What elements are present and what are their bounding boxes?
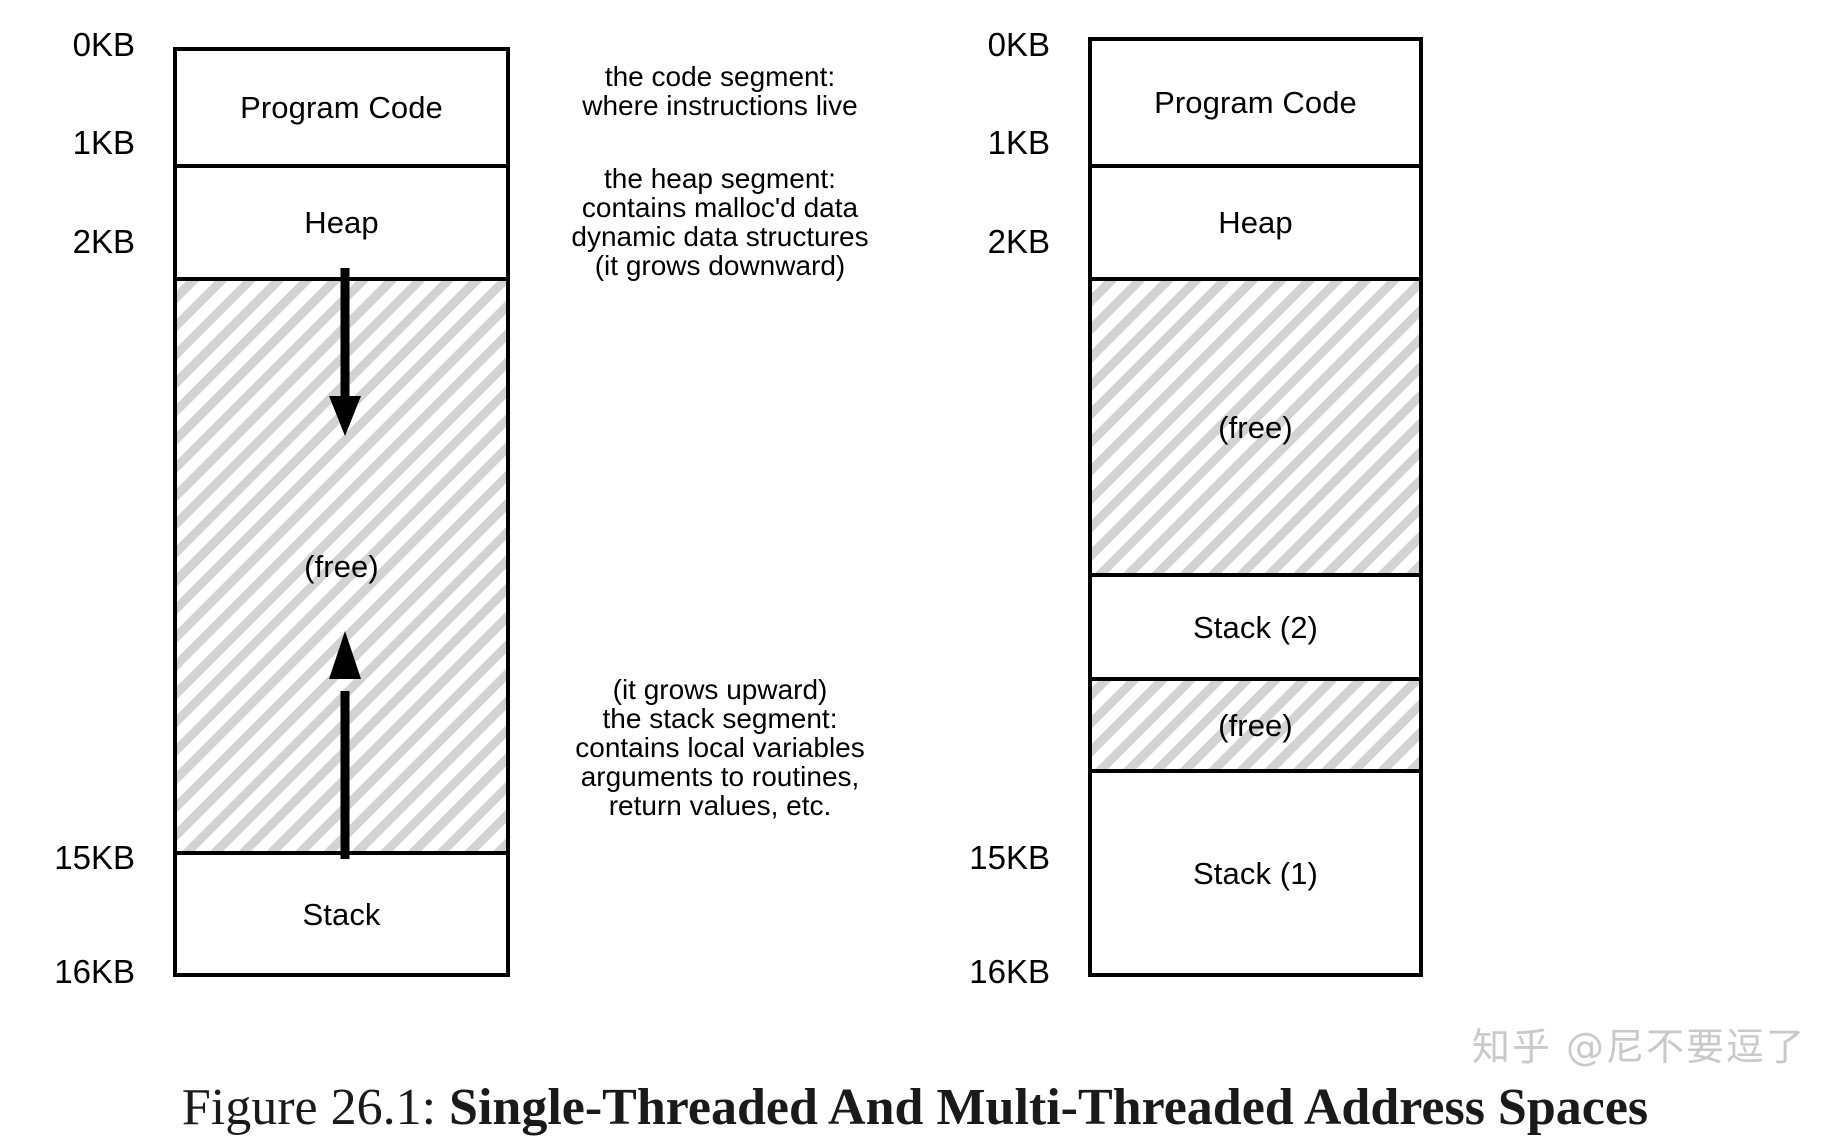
- segment-label-stack-1-mt: Stack (1): [1193, 855, 1318, 891]
- segment-label-heap: Heap: [304, 205, 379, 240]
- segment-stack-2-mt: Stack (2): [1092, 577, 1419, 677]
- left-scale-label-15kb: 15KB: [54, 839, 135, 876]
- figure-caption: Figure 26.1: Single-Threaded And Multi-T…: [0, 1081, 1830, 1136]
- left-scale-label-2kb: 2KB: [72, 223, 135, 260]
- segment-heap: Heap: [177, 164, 506, 277]
- segment-program-code-mt: Program Code: [1092, 41, 1419, 164]
- segment-program-code: Program Code: [177, 51, 506, 164]
- left-scale-label-16kb: 16KB: [54, 953, 135, 990]
- figure-caption-number: Figure 26.1:: [181, 1079, 437, 1137]
- segment-label-stack-2-mt: Stack (2): [1193, 609, 1318, 645]
- segment-label-free-upper-mt: (free): [1218, 409, 1293, 445]
- annotation-stack-segment: (it grows upward) the stack segment: con…: [575, 674, 865, 822]
- multi-threaded-address-space: Program Code Heap (free) Stack (2) (free…: [1088, 37, 1423, 977]
- annotation-heap-segment: the heap segment: contains malloc'd data…: [571, 163, 869, 282]
- segment-heap-mt: Heap: [1092, 164, 1419, 277]
- heap-growth-arrow: [329, 268, 361, 436]
- left-scale-label-0kb: 0KB: [72, 26, 135, 63]
- segment-label-free-lower-mt: (free): [1218, 707, 1293, 743]
- right-scale-label-1kb: 1KB: [987, 124, 1050, 161]
- stack-growth-arrow: [329, 631, 361, 859]
- right-scale-label-16kb: 16KB: [969, 953, 1050, 990]
- left-scale-label-1kb: 1KB: [72, 124, 135, 161]
- segment-free-upper-mt: (free): [1092, 277, 1419, 577]
- segment-label-stack: Stack: [302, 896, 381, 932]
- right-scale-label-2kb: 2KB: [987, 223, 1050, 260]
- segment-stack-1-mt: Stack (1): [1092, 773, 1419, 973]
- figure-caption-title: Single-Threaded And Multi-Threaded Addre…: [449, 1079, 1649, 1137]
- segment-stack: Stack: [177, 855, 506, 973]
- segment-label-program-code: Program Code: [240, 90, 443, 125]
- segment-free-lower-mt: (free): [1092, 677, 1419, 773]
- watermark: 知乎 @尼不要逗了: [1471, 1025, 1806, 1069]
- segment-label-heap-mt: Heap: [1218, 205, 1293, 240]
- annotation-code-segment: the code segment: where instructions liv…: [582, 61, 858, 122]
- right-scale-label-0kb: 0KB: [987, 26, 1050, 63]
- right-scale-label-15kb: 15KB: [969, 839, 1050, 876]
- segment-label-free: (free): [304, 548, 379, 584]
- segment-label-program-code-mt: Program Code: [1154, 85, 1357, 120]
